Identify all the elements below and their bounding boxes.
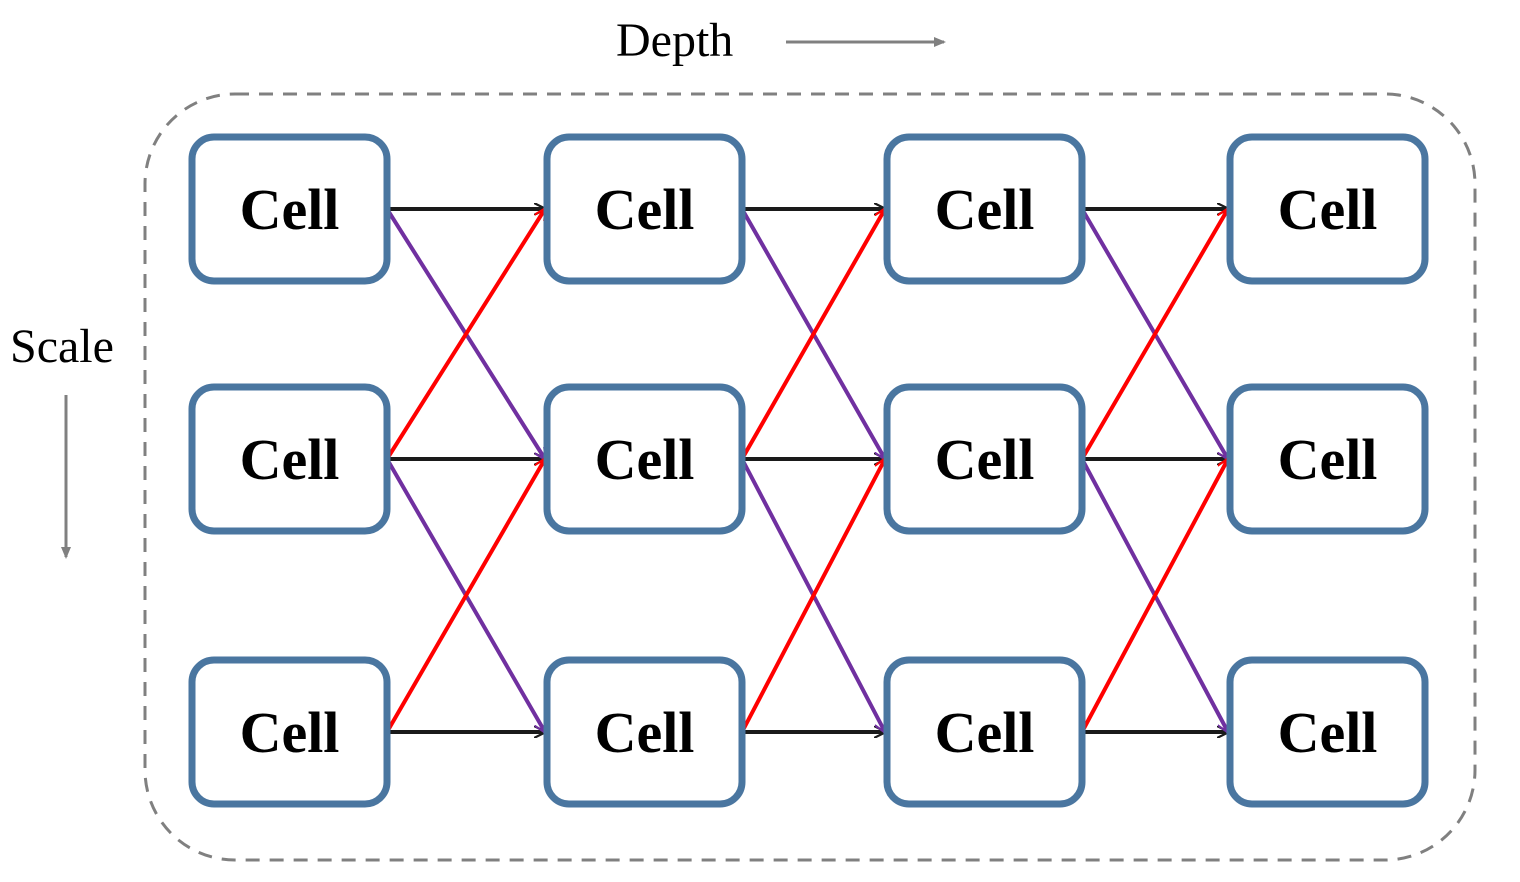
cell-box (188, 656, 391, 808)
cell-box (883, 656, 1086, 808)
cell-label: Cell (935, 427, 1035, 492)
cell-node: Cell (543, 383, 746, 535)
cell-box (543, 133, 746, 285)
cell-label: Cell (595, 177, 695, 242)
cell-node: Cell (1226, 133, 1429, 285)
depth-axis-label: Depth (616, 14, 733, 67)
cell-label: Cell (935, 700, 1035, 765)
cell-box (188, 133, 391, 285)
cell-label: Cell (1278, 700, 1378, 765)
cell-box (883, 133, 1086, 285)
cell-label: Cell (1278, 427, 1378, 492)
upsample-edge (1080, 209, 1230, 461)
cell-label: Cell (595, 700, 695, 765)
cell-box (1226, 656, 1429, 808)
cell-node: Cell (543, 133, 746, 285)
cell-label: Cell (240, 177, 340, 242)
scale-axis-label: Scale (10, 320, 114, 373)
cell-node: Cell (188, 656, 391, 808)
cell-box (1226, 383, 1429, 535)
cell-box (883, 383, 1086, 535)
cell-box (1226, 133, 1429, 285)
cell-node: Cell (543, 656, 746, 808)
upsample-edge (385, 209, 547, 461)
cell-label: Cell (240, 427, 340, 492)
upsample-edge (740, 459, 887, 734)
upsample-edge (1080, 459, 1230, 734)
cell-box (543, 656, 746, 808)
cell-label: Cell (1278, 177, 1378, 242)
cell-box (188, 383, 391, 535)
search-space-container (143, 92, 1477, 862)
cell-label: Cell (595, 427, 695, 492)
cell-node: Cell (1226, 656, 1429, 808)
cell-node: Cell (883, 656, 1086, 808)
cell-node: Cell (188, 133, 391, 285)
cells-layer: CellCellCellCellCellCellCellCellCellCell… (188, 133, 1429, 808)
upsample-edge (385, 459, 547, 734)
cell-node: Cell (188, 383, 391, 535)
edges-layer (385, 209, 1230, 734)
cell-node: Cell (883, 383, 1086, 535)
cell-label: Cell (935, 177, 1035, 242)
cell-node: Cell (1226, 383, 1429, 535)
upsample-edge (740, 209, 887, 461)
cell-node: Cell (883, 133, 1086, 285)
cell-box (543, 383, 746, 535)
cell-label: Cell (240, 700, 340, 765)
